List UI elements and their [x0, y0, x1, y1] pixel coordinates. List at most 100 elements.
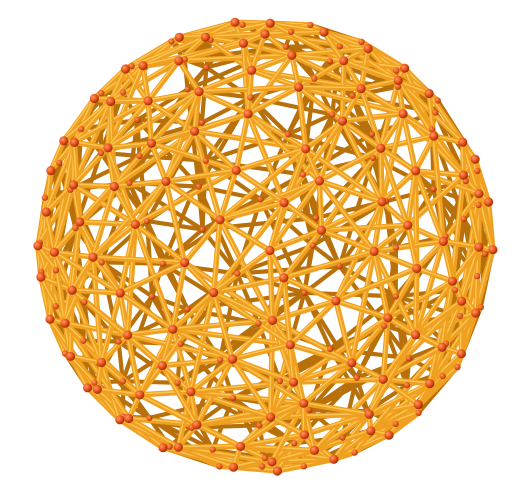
node [438, 236, 448, 246]
rod-highlight [297, 85, 403, 114]
rod [69, 219, 83, 293]
rod-highlight [71, 183, 80, 222]
rod-highlight [317, 179, 382, 202]
node [123, 330, 133, 340]
rod-highlight [320, 228, 374, 252]
node [405, 355, 413, 362]
node [115, 288, 125, 298]
node [383, 313, 393, 323]
rod-highlight [72, 96, 95, 143]
node [202, 157, 209, 164]
rod-highlight [164, 179, 220, 220]
node [203, 64, 210, 71]
rod-highlight [334, 200, 382, 301]
rod [281, 275, 293, 348]
rod [449, 244, 482, 284]
rod [301, 411, 372, 438]
node [146, 414, 153, 422]
node [257, 196, 264, 203]
rod [460, 139, 467, 178]
rod-highlight [212, 248, 270, 293]
rod [51, 182, 77, 256]
rod-highlight [246, 85, 299, 114]
rod-highlight [164, 129, 195, 182]
rod [217, 146, 309, 223]
rod [316, 145, 384, 184]
node [285, 340, 295, 350]
rod [412, 278, 456, 338]
rod [378, 145, 385, 205]
node [98, 259, 105, 266]
node [457, 296, 467, 306]
node [227, 354, 238, 364]
rod [117, 259, 188, 296]
rod-highlight [52, 250, 93, 257]
node [432, 109, 439, 116]
rod-highlight [171, 291, 214, 330]
node [180, 257, 190, 268]
rod-highlight [91, 255, 121, 293]
node [247, 65, 257, 75]
node [256, 422, 263, 429]
rod [301, 400, 308, 438]
node [488, 245, 498, 255]
rod-highlight [292, 316, 388, 383]
rod-highlight [177, 41, 244, 61]
node [231, 165, 241, 175]
rod [339, 85, 364, 124]
rod [229, 342, 293, 362]
node [236, 441, 246, 451]
rod-highlight [381, 333, 416, 380]
rod [380, 315, 391, 382]
node [272, 466, 282, 476]
node [68, 180, 79, 190]
rod [385, 278, 456, 321]
node [216, 463, 223, 470]
node [337, 116, 348, 126]
node [366, 426, 376, 436]
rod-highlight [95, 387, 140, 395]
node [103, 143, 113, 153]
rod-highlight [268, 248, 273, 321]
node [143, 217, 151, 225]
node [97, 149, 105, 156]
node [403, 381, 411, 389]
rod-highlight [297, 85, 361, 89]
rod-highlight [334, 299, 388, 318]
rod [145, 58, 182, 104]
rod-highlight [39, 275, 66, 324]
node [307, 21, 314, 29]
rod [412, 298, 465, 338]
node [415, 409, 422, 416]
rod-highlight [334, 267, 417, 301]
rod [170, 259, 188, 332]
rod-highlight [183, 261, 214, 293]
rod-highlight [271, 318, 294, 383]
node [98, 90, 105, 97]
rod [290, 315, 391, 385]
rod-highlight [414, 134, 434, 171]
node [115, 338, 122, 345]
node [412, 263, 422, 274]
rod [385, 265, 420, 321]
node [184, 86, 191, 93]
node [474, 167, 481, 175]
rod-highlight [70, 255, 93, 291]
node [119, 378, 127, 385]
rod-highlight [149, 90, 199, 144]
rod-highlight [72, 140, 108, 148]
node [146, 138, 156, 148]
rod [267, 317, 276, 420]
node [136, 152, 143, 160]
rod [267, 178, 323, 254]
nodes-layer [33, 17, 498, 476]
rod-highlight [197, 90, 249, 114]
node [299, 430, 309, 440]
node [394, 83, 402, 90]
rod-highlight [317, 179, 322, 231]
rod [458, 244, 482, 304]
rod [149, 294, 190, 312]
rod-highlight [149, 141, 237, 171]
node [265, 245, 275, 256]
rod-highlight [176, 444, 241, 448]
